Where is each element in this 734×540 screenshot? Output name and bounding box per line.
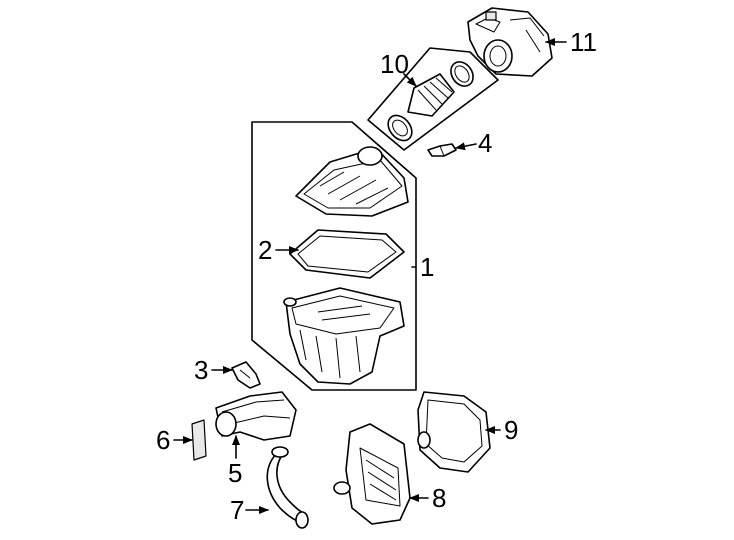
callout-11: 11 — [570, 27, 597, 57]
upper-housing-part — [295, 146, 409, 217]
bracket-part — [231, 361, 261, 389]
callout-7: 7 — [230, 495, 244, 525]
cover-plate-part — [417, 391, 491, 473]
resonator-part — [333, 423, 411, 525]
sensor-part — [427, 143, 457, 157]
hose-part — [266, 446, 309, 529]
throttle-body-part — [467, 7, 553, 77]
air-filter-part — [289, 229, 405, 279]
seal-part — [191, 419, 207, 461]
callout-10: 10 — [380, 49, 409, 79]
assembly-outline-1 — [251, 121, 417, 391]
leader-4 — [455, 142, 477, 151]
kit-outline-10 — [367, 47, 499, 151]
air-duct-part — [215, 391, 297, 441]
callout-1: 1 — [420, 252, 434, 282]
callout-6: 6 — [156, 425, 170, 455]
callout-9: 9 — [504, 415, 518, 445]
callout-5: 5 — [228, 458, 242, 488]
lower-housing-part — [283, 287, 405, 385]
coupler-hose-part — [387, 61, 474, 142]
callout-4: 4 — [478, 128, 492, 158]
leader-10 — [403, 73, 417, 87]
callout-2: 2 — [258, 235, 272, 265]
callout-8: 8 — [432, 483, 446, 513]
callout-3: 3 — [194, 355, 208, 385]
